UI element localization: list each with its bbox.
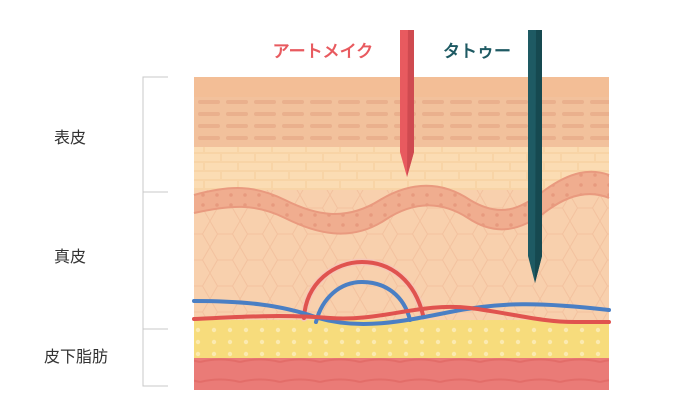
subcutaneous-fat bbox=[194, 320, 609, 358]
layer-bracket bbox=[142, 76, 168, 387]
dermal-papilla-band bbox=[194, 171, 609, 234]
dermis-label: 真皮 bbox=[54, 247, 86, 266]
subcutaneous-label: 皮下脂肪 bbox=[44, 347, 108, 366]
muscle-layer bbox=[194, 358, 609, 390]
art-makeup-needle bbox=[400, 30, 414, 177]
epidermis-label: 表皮 bbox=[54, 128, 86, 147]
tattoo-label: タトゥー bbox=[443, 42, 511, 62]
art-makeup-label: アートメイク bbox=[273, 42, 374, 62]
vein-loop bbox=[314, 279, 412, 324]
tattoo-needle bbox=[528, 30, 542, 283]
vein-horizontal bbox=[192, 299, 611, 326]
artery-horizontal bbox=[192, 304, 611, 324]
blood-vessels bbox=[192, 258, 611, 326]
